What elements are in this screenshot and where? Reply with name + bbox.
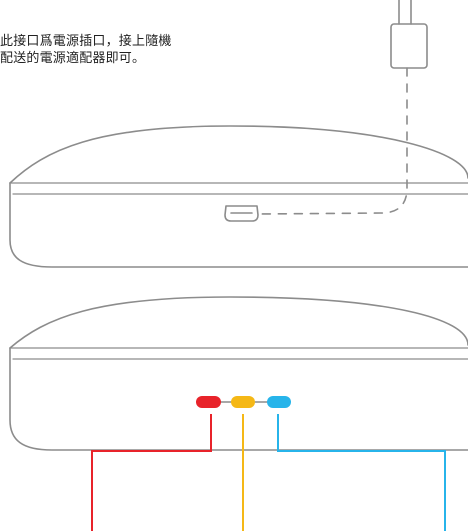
usb-port-icon xyxy=(224,205,259,222)
device-top-view xyxy=(9,125,468,268)
power-adapter-icon xyxy=(390,0,428,69)
caption-line-1: 此接口爲電源插口，接上隨機 xyxy=(0,34,172,49)
device-front-view xyxy=(9,296,468,451)
caption-line-2: 配送的電源適配器即可。 xyxy=(0,51,146,66)
red-led xyxy=(196,396,221,408)
yellow-led xyxy=(231,396,255,408)
power-cable-dashed xyxy=(259,67,408,215)
blue-led xyxy=(267,396,291,408)
blue-leader-line xyxy=(277,414,446,531)
power-port-caption: 此接口爲電源插口，接上隨機 配送的電源適配器即可。 xyxy=(0,33,240,67)
red-leader-line xyxy=(91,414,212,531)
